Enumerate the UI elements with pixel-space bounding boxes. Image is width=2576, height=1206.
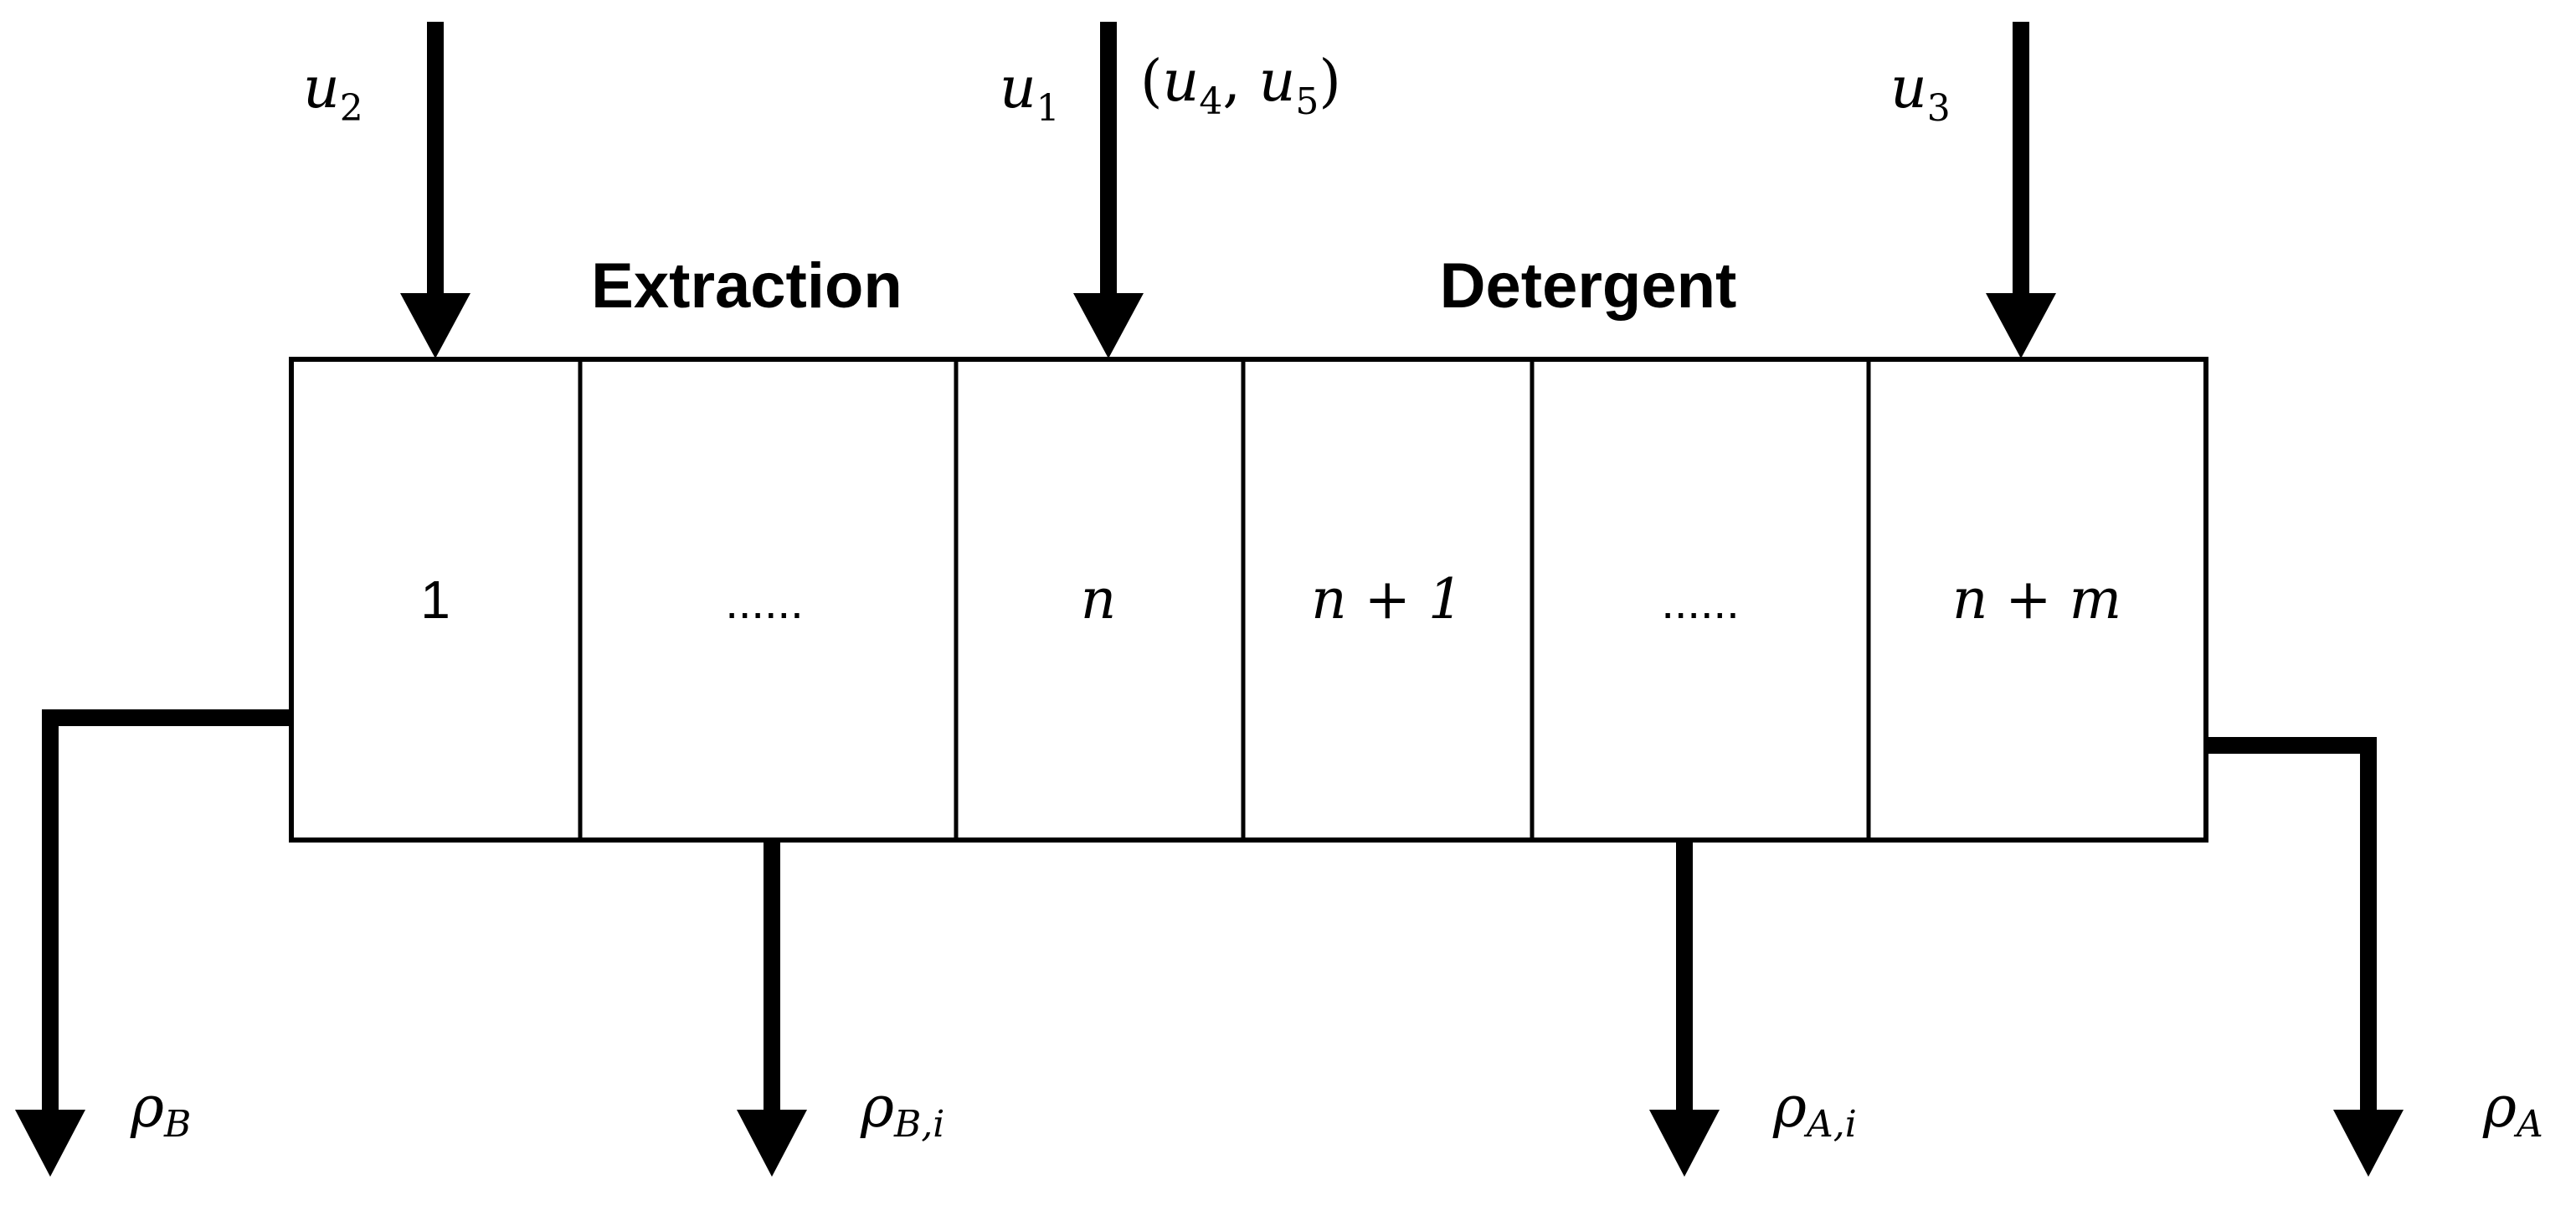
output-label-rho-a-i: ρA,i [1772, 1075, 1857, 1146]
cell-4-label: n + 1 [1311, 567, 1463, 631]
output-pipe-rho-a [2206, 737, 2404, 1177]
input-arrow-u3 [1986, 22, 2056, 358]
output-label-rho-a: ρA [2482, 1075, 2543, 1146]
input-arrow-u1 [1073, 22, 1144, 358]
section-label-extraction: Extraction [591, 250, 902, 322]
cell-block-outline [289, 357, 2208, 843]
output-label-rho-b: ρB [130, 1075, 191, 1146]
input-label-u3: u3 [1890, 55, 1951, 130]
output-label-rho-b-i: ρB,i [860, 1075, 944, 1146]
cell-1-label: 1 [420, 570, 450, 630]
output-pipe-rho-b-i [737, 840, 807, 1177]
input-arrow-u2 [400, 22, 470, 358]
input-label-u2: u2 [303, 55, 363, 130]
output-pipe-rho-a-i [1649, 840, 1720, 1177]
input-label-u1: u1 [1000, 55, 1060, 130]
output-pipe-rho-b [15, 709, 291, 1177]
input-label-u4-u5: (u4, u5) [1140, 49, 1341, 123]
cell-6-label: n + m [1952, 567, 2121, 631]
cell-5-label: ...... [1661, 575, 1739, 628]
cell-2-label: ...... [725, 575, 803, 628]
cell-3-label: n [1081, 567, 1117, 631]
section-label-detergent: Detergent [1440, 250, 1737, 322]
